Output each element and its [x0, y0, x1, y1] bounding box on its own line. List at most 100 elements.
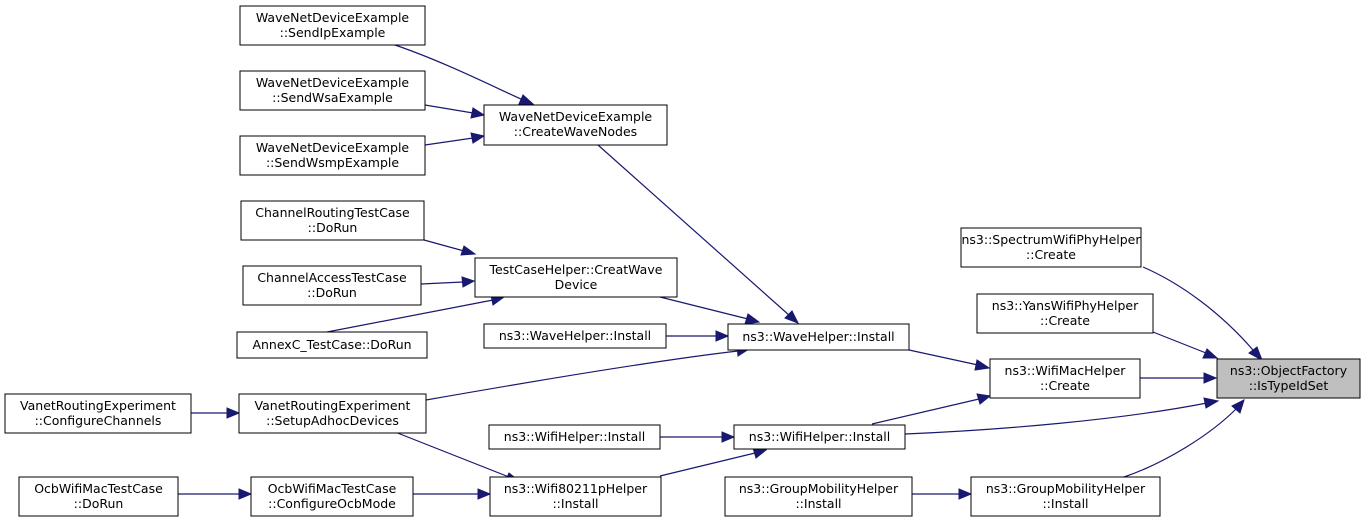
node-label-line1: VanetRoutingExperiment: [20, 398, 176, 413]
node-label-line2: ::Install: [552, 496, 598, 511]
node-label-line1: VanetRoutingExperiment: [255, 398, 411, 413]
node-label-line2: ::SetupAdhocDevices: [266, 413, 399, 428]
node-setup-adhoc-devices[interactable]: VanetRoutingExperiment ::SetupAdhocDevic…: [238, 393, 427, 434]
node-label-line2: ::CreateWaveNodes: [514, 124, 637, 139]
node-label-line1: TestCaseHelper::CreatWave: [489, 262, 663, 277]
edge-annexc-to-creat-wave-device: [326, 299, 494, 333]
edge-yans-create-to-object-factory: [1152, 331, 1207, 354]
edge-arrowhead: [518, 94, 535, 105]
node-group-mobility-helper-install[interactable]: ns3::GroupMobilityHelper ::Install: [970, 476, 1161, 517]
node-label-line2: ::DoRun: [308, 220, 358, 235]
edge-arrowhead: [238, 488, 253, 500]
node-label-line2: ::SendIpExample: [280, 25, 386, 40]
node-label-line2: ::Create: [1040, 378, 1090, 393]
node-label-line1: AnnexC_TestCase::DoRun: [252, 337, 411, 352]
edge-wifi-install-to-wifimac-create: [871, 398, 980, 425]
node-label-line1: ns3::WaveHelper::Install: [499, 328, 651, 343]
node-label-line1: ns3::WifiHelper::Install: [504, 429, 645, 444]
node-annexc-do-run[interactable]: AnnexC_TestCase::DoRun: [236, 331, 428, 359]
node-spectrum-wifi-phy-helper-create[interactable]: ns3::SpectrumWifiPhyHelper ::Create: [960, 227, 1142, 268]
node-label-line1: OcbWifiMacTestCase: [34, 481, 163, 496]
edge-arrowhead: [1203, 397, 1220, 409]
node-send-wsmp-example[interactable]: WaveNetDeviceExample ::SendWsmpExample: [239, 135, 426, 176]
edge-channel-routing-to-creat-wave-device: [423, 239, 465, 252]
nodes: ns3::ObjectFactory ::IsTypeIdSet ns3::Sp…: [4, 5, 1361, 517]
edges: [178, 43, 1263, 500]
node-label-line2: ::DoRun: [74, 496, 124, 511]
edge-arrowhead: [974, 359, 991, 371]
edge-create-wave-nodes-to-wave-install: [597, 144, 791, 317]
edge-setup-adhoc-to-wifi80211p-install: [394, 431, 510, 478]
edge-arrowhead: [721, 431, 736, 443]
edge-arrowhead: [1231, 399, 1245, 414]
edge-arrowhead: [470, 132, 486, 144]
node-create-wave-nodes[interactable]: WaveNetDeviceExample ::CreateWaveNodes: [483, 104, 668, 146]
node-label-line1: ns3::WaveHelper::Install: [742, 329, 894, 344]
node-label-line1: ns3::Wifi80211pHelper: [504, 481, 648, 496]
edge-wifi-install-to-object-factory: [904, 402, 1208, 435]
node-group-mobility-helper-install-caller[interactable]: ns3::GroupMobilityHelper ::Install: [724, 476, 913, 517]
node-label-line1: WaveNetDeviceExample: [256, 140, 410, 155]
node-label-line2: ::ConfigureChannels: [35, 413, 162, 428]
edge-arrowhead: [784, 310, 800, 324]
node-label-line1: WaveNetDeviceExample: [499, 109, 653, 124]
node-label-line1: WaveNetDeviceExample: [256, 10, 410, 25]
edge-wifi80211p-install-to-wifi-install: [659, 452, 756, 477]
node-label-line1: WaveNetDeviceExample: [256, 75, 410, 90]
edge-channel-access-to-creat-wave-device: [420, 281, 464, 285]
node-channel-routing-do-run[interactable]: ChannelRoutingTestCase ::DoRun: [240, 200, 425, 241]
edge-arrowhead: [1248, 346, 1263, 362]
edge-wave-install-to-wifimac-create: [908, 349, 979, 366]
edge-arrowhead: [715, 330, 730, 342]
edge-spectrum-create-to-object-factory: [1142, 266, 1254, 351]
node-label-line2: ::SendWsmpExample: [266, 155, 399, 170]
edge-arrowhead: [477, 488, 492, 500]
node-label-line1: ChannelAccessTestCase: [257, 270, 407, 285]
node-send-ip-example[interactable]: WaveNetDeviceExample ::SendIpExample: [239, 5, 426, 46]
edge-arrowhead: [1203, 372, 1218, 384]
node-creat-wave-device[interactable]: TestCaseHelper::CreatWave Device: [474, 257, 678, 298]
node-label-line1: ns3::GroupMobilityHelper: [739, 481, 899, 496]
node-configure-channels[interactable]: VanetRoutingExperiment ::ConfigureChanne…: [4, 393, 192, 434]
node-label-line1: ns3::WifiMacHelper: [1005, 363, 1127, 378]
node-label-line1: ns3::SpectrumWifiPhyHelper: [962, 232, 1142, 247]
edge-send-wsa-to-create-wave-nodes: [424, 104, 474, 114]
node-wifi-helper-install[interactable]: ns3::WifiHelper::Install: [733, 424, 906, 450]
node-wave-helper-install[interactable]: ns3::WaveHelper::Install: [727, 323, 910, 351]
node-label-line2: ::Create: [1026, 247, 1076, 262]
edge-arrowhead: [470, 107, 486, 119]
node-wifi-helper-install-caller[interactable]: ns3::WifiHelper::Install: [488, 424, 661, 450]
edge-creat-wave-device-to-wave-install: [659, 296, 749, 320]
edge-arrowhead: [460, 245, 477, 256]
edge-arrowhead: [976, 393, 992, 405]
edge-send-wsmp-to-create-wave-nodes: [424, 137, 474, 146]
node-channel-access-do-run[interactable]: ChannelAccessTestCase ::DoRun: [242, 265, 422, 306]
node-ocb-wifi-mac-test-case-do-run[interactable]: OcbWifiMacTestCase ::DoRun: [18, 476, 179, 517]
node-label-line2: ::ConfigureOcbMode: [268, 496, 396, 511]
node-label-line1: ns3::GroupMobilityHelper: [986, 481, 1146, 496]
edge-groupmob-install-to-object-factory: [1123, 408, 1237, 478]
edge-arrowhead: [461, 276, 476, 288]
node-label-line2: ::DoRun: [307, 285, 357, 300]
node-label-line2: Device: [555, 277, 598, 292]
edge-send-ip-to-create-wave-nodes: [391, 43, 524, 101]
node-wave-helper-install-caller[interactable]: ns3::WaveHelper::Install: [483, 323, 667, 349]
node-wifi-mac-helper-create[interactable]: ns3::WifiMacHelper ::Create: [989, 358, 1141, 399]
node-label-line1: ns3::YansWifiPhyHelper: [992, 298, 1139, 313]
edge-setup-adhoc-to-wave-install: [425, 350, 739, 401]
node-label-line2: ::SendWsaExample: [272, 90, 393, 105]
node-send-wsa-example[interactable]: WaveNetDeviceExample ::SendWsaExample: [239, 70, 426, 111]
node-configure-ocb-mode[interactable]: OcbWifiMacTestCase ::ConfigureOcbMode: [250, 476, 414, 517]
node-yans-wifi-phy-helper-create[interactable]: ns3::YansWifiPhyHelper ::Create: [976, 293, 1154, 334]
node-label-line1: OcbWifiMacTestCase: [268, 481, 397, 496]
node-label-line1: ns3::ObjectFactory: [1230, 363, 1348, 378]
edge-arrowhead: [744, 313, 761, 325]
node-label-line2: ::Create: [1040, 313, 1090, 328]
node-label-line2: ::Install: [1042, 496, 1088, 511]
node-label-line1: ns3::WifiHelper::Install: [749, 429, 890, 444]
edge-arrowhead: [226, 407, 241, 419]
node-object-factory-is-type-id-set[interactable]: ns3::ObjectFactory ::IsTypeIdSet: [1216, 358, 1361, 399]
node-wifi80211p-helper-install[interactable]: ns3::Wifi80211pHelper ::Install: [489, 476, 662, 517]
edge-arrowhead: [1202, 348, 1219, 359]
